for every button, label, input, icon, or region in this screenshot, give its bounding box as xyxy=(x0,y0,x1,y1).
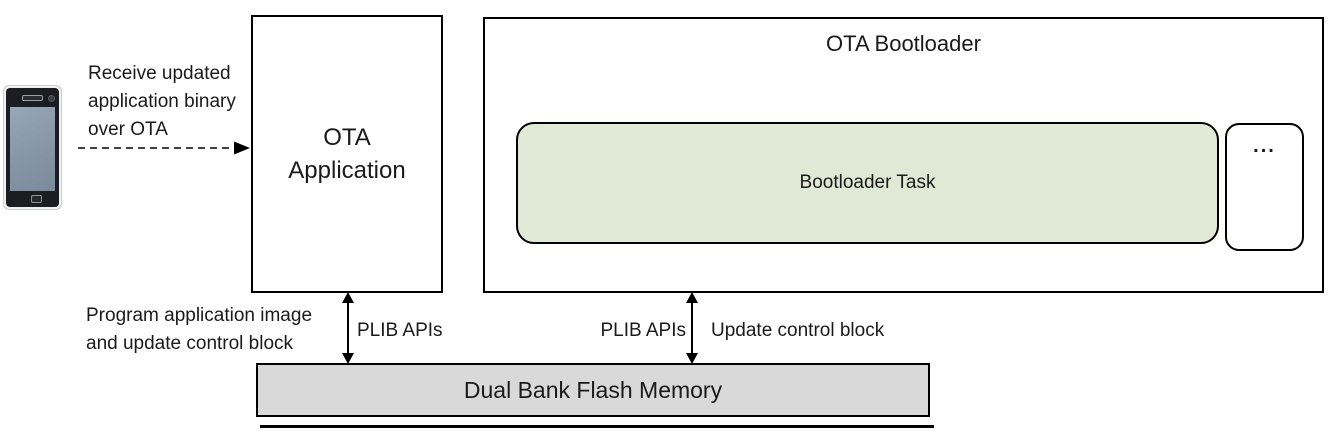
smartphone-screen xyxy=(10,107,55,191)
receive-ota-line2: application binary xyxy=(88,91,236,112)
more-tasks-box: ... xyxy=(1225,123,1304,251)
receive-ota-annotation: Receive updated application binary over … xyxy=(88,60,236,144)
dual-bank-flash-memory-label: Dual Bank Flash Memory xyxy=(463,376,723,403)
flash-memory-underline xyxy=(260,425,934,428)
bootloader-task-label: Bootloader Task xyxy=(799,172,936,193)
update-control-block-annotation: Update control block xyxy=(711,320,885,341)
smartphone-speaker xyxy=(22,95,43,101)
plib-apis-label-right: PLIB APIs xyxy=(600,320,686,341)
dual-bank-flash-memory-box: Dual Bank Flash Memory xyxy=(256,363,930,417)
program-image-line1: Program application image xyxy=(86,305,313,326)
smartphone-icon xyxy=(3,85,62,210)
ota-bootloader-title: OTA Bootloader xyxy=(826,31,981,56)
plib-arrow-application-flash xyxy=(342,292,354,364)
plib-arrow-bootloader-flash xyxy=(686,292,698,364)
receive-ota-dashed-arrow xyxy=(78,141,250,155)
ota-application-box: OTA Application xyxy=(251,15,443,293)
more-tasks-label: ... xyxy=(1253,135,1276,157)
ota-application-label-line1: OTA xyxy=(323,124,371,151)
smartphone-home-button xyxy=(31,195,42,203)
smartphone-body xyxy=(6,88,59,207)
plib-apis-label-left: PLIB APIs xyxy=(357,320,443,341)
program-image-line2: and update control block xyxy=(86,333,294,354)
receive-ota-line1: Receive updated xyxy=(88,63,231,84)
bootloader-task-box: Bootloader Task xyxy=(516,122,1219,244)
program-image-annotation: Program application image and update con… xyxy=(86,302,312,358)
smartphone-camera xyxy=(48,95,55,102)
receive-ota-line3: over OTA xyxy=(88,119,168,140)
ota-application-label-line2: Application xyxy=(288,157,406,184)
ota-bootloader-box: OTA Bootloader Bootloader Task ... xyxy=(483,17,1324,293)
